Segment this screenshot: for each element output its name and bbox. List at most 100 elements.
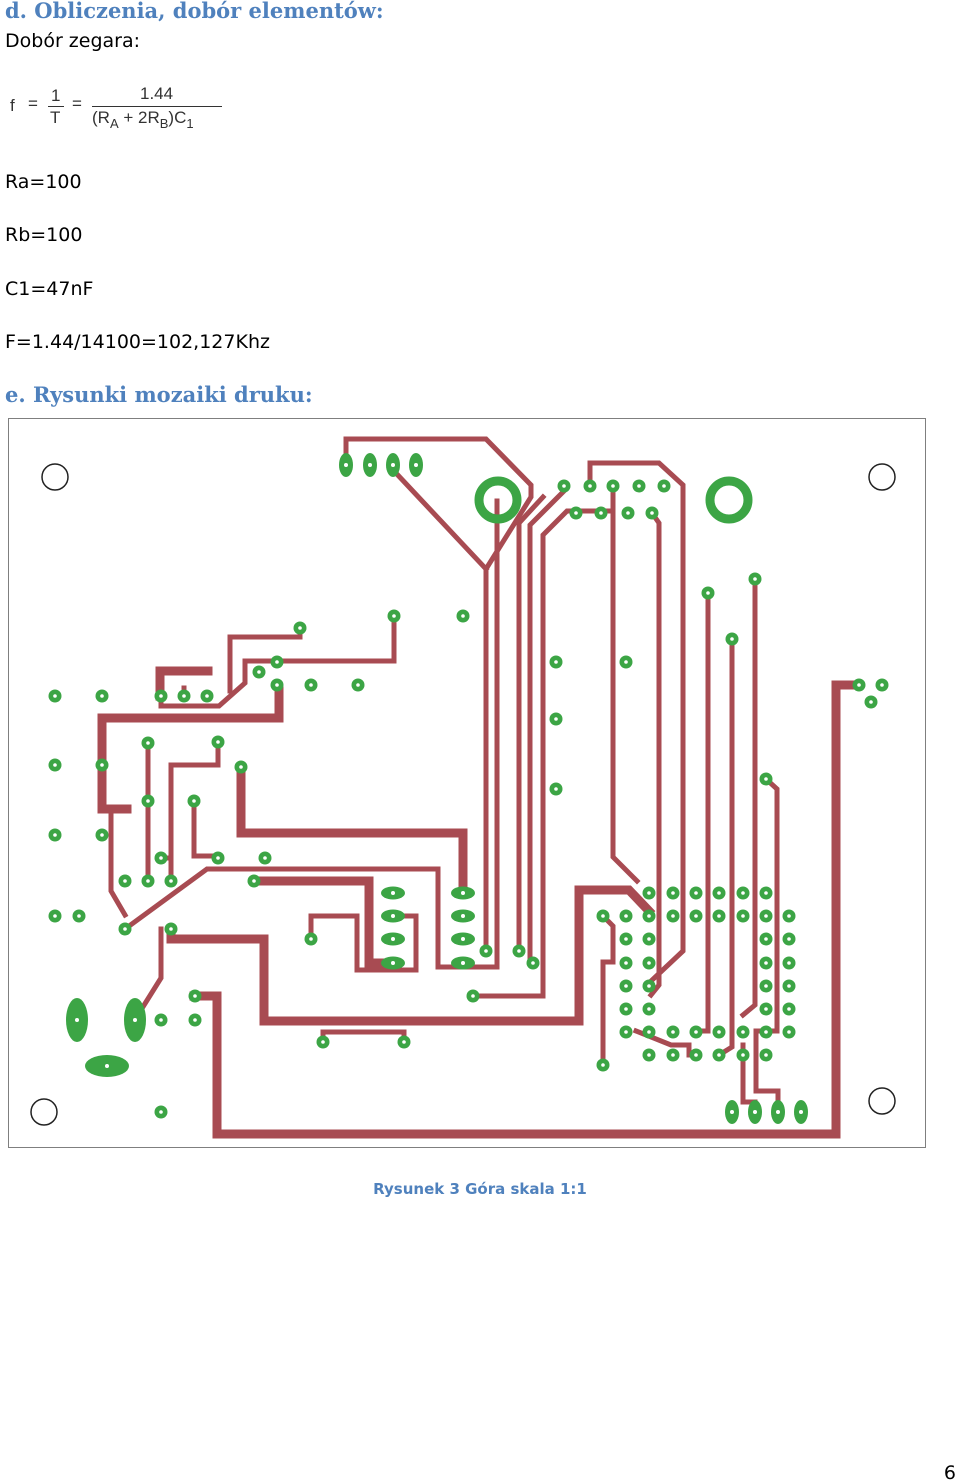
rb-value: Rb=100: [5, 224, 83, 246]
mounting-hole: [30, 1098, 58, 1126]
pcb-drill-hole: [53, 694, 57, 698]
pcb-drill-hole: [601, 914, 605, 918]
pcb-drill-hole: [787, 1007, 791, 1011]
pcb-drill-hole: [624, 1030, 628, 1034]
pcb-drill-hole: [216, 740, 220, 744]
pcb-drill-hole: [741, 1053, 745, 1057]
pcb-drill-hole: [414, 463, 418, 467]
formula-f: f: [10, 96, 15, 115]
pcb-drill-hole: [764, 891, 768, 895]
pcb-drawing: [30, 436, 896, 1139]
pcb-drill-hole: [787, 1030, 791, 1034]
pcb-drill-hole: [799, 1110, 803, 1114]
pcb-drill-hole: [717, 891, 721, 895]
pcb-trace: [168, 739, 221, 883]
pcb-drill-hole: [461, 914, 465, 918]
pcb-drill-hole: [53, 833, 57, 837]
pcb-drill-hole: [146, 741, 150, 745]
pcb-drill-hole: [647, 937, 651, 941]
pcb-trace: [191, 798, 221, 859]
pcb-drill-hole: [484, 949, 488, 953]
pcb-drill-hole: [159, 694, 163, 698]
pcb-drill-hole: [146, 799, 150, 803]
pcb-drill-hole: [517, 949, 521, 953]
pcb-trace: [599, 912, 616, 1068]
pcb-trace: [516, 493, 547, 954]
pcb-drill-hole: [650, 511, 654, 515]
pcb-drill-hole: [275, 660, 279, 664]
figure-caption: Rysunek 3 Góra skala 1:1: [373, 1180, 587, 1198]
pcb-drill-hole: [717, 1030, 721, 1034]
pcb-drill-hole: [309, 937, 313, 941]
pcb-trace: [753, 775, 781, 1116]
pcb-drill-hole: [662, 484, 666, 488]
pcb-drill-hole: [471, 994, 475, 998]
pcb-drill-hole: [637, 484, 641, 488]
pcb-drill-hole: [239, 765, 243, 769]
pcb-trace: [108, 806, 129, 919]
pcb-drill-hole: [391, 961, 395, 965]
pcb-drill-hole: [391, 891, 395, 895]
pcb-drill-hole: [647, 1007, 651, 1011]
pcb-drill-hole: [205, 694, 209, 698]
pcb-drill-hole: [321, 1040, 325, 1044]
pcb-drill-hole: [694, 914, 698, 918]
pcb-drill-hole: [252, 879, 256, 883]
pcb-drill-hole: [192, 799, 196, 803]
frequency-result: F=1.44/14100=102,127Khz: [5, 331, 270, 353]
formula-fraction-line-2: [92, 106, 222, 107]
pcb-drill-hole: [717, 914, 721, 918]
pcb-drill-hole: [764, 777, 768, 781]
pcb-drill-hole: [391, 937, 395, 941]
pcb-drill-hole: [193, 994, 197, 998]
pcb-drill-hole: [159, 1018, 163, 1022]
pcb-drill-hole: [182, 694, 186, 698]
pcb-trace: [587, 460, 686, 987]
pcb-trace: [158, 613, 397, 709]
pcb-drill-hole: [159, 856, 163, 860]
pcb-drill-hole: [694, 1030, 698, 1034]
pcb-drill-hole: [671, 1030, 675, 1034]
pcb-drill-hole: [344, 463, 348, 467]
pcb-drill-hole: [647, 914, 651, 918]
pcb-trace: [189, 680, 864, 1139]
pcb-drill-hole: [741, 1030, 745, 1034]
pcb-drill-hole: [257, 670, 261, 674]
pcb-drill-hole: [647, 1053, 651, 1057]
pcb-drill-hole: [392, 614, 396, 618]
pcb-drill-hole: [611, 484, 615, 488]
pcb-trace: [308, 913, 419, 973]
pcb-trace: [155, 666, 213, 701]
pcb-drill-hole: [554, 717, 558, 721]
formula-T: T: [50, 108, 61, 127]
pcb-drill-hole: [671, 891, 675, 895]
pcb-drill-hole: [554, 787, 558, 791]
pcb-drill-hole: [402, 1040, 406, 1044]
pcb-drill-hole: [133, 1018, 137, 1022]
pcb-drill-hole: [391, 914, 395, 918]
pcb-trace: [632, 1027, 692, 1058]
pcb-drill-hole: [857, 683, 861, 687]
pcb-drill-hole: [764, 984, 768, 988]
pcb-drill-hole: [100, 833, 104, 837]
pcb-drill-hole: [216, 856, 220, 860]
pcb-trace: [166, 885, 656, 1026]
pcb-drill-hole: [554, 660, 558, 664]
pcb-drill-hole: [753, 1110, 757, 1114]
pcb-drill-hole: [53, 763, 57, 767]
section-d-heading: d. Obliczenia, dobór elementów:: [5, 0, 384, 23]
pcb-drill-hole: [764, 937, 768, 941]
pcb-trace: [610, 486, 641, 885]
formula-fraction-line-1: [48, 106, 64, 107]
pcb-trace: [390, 467, 490, 573]
pcb-drill-hole: [75, 1018, 79, 1022]
pcb-trace: [97, 686, 284, 814]
pcb-drill-hole: [869, 700, 873, 704]
pcb-drill-hole: [624, 660, 628, 664]
pcb-large-pad: [705, 476, 753, 524]
pcb-drill-hole: [764, 1007, 768, 1011]
pcb-drill-hole: [159, 1110, 163, 1114]
pcb-drill-hole: [461, 937, 465, 941]
pcb-trace: [320, 1029, 407, 1045]
pcb-trace: [236, 763, 468, 896]
